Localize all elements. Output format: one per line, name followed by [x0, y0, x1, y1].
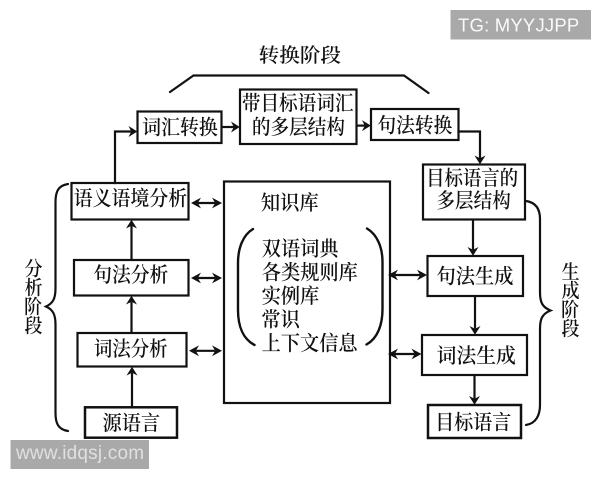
svg-text:www.idqsj.com: www.idqsj.com	[15, 443, 144, 464]
svg-text:TG: MYYJJPP: TG: MYYJJPP	[458, 15, 579, 36]
